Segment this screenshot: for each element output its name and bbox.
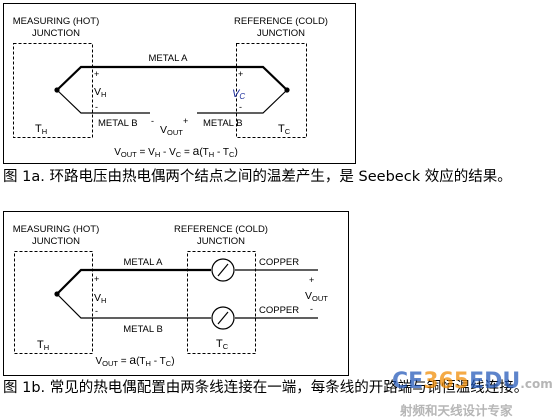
copper-bottom-label: COPPER <box>259 305 299 316</box>
watermark-tagline: 射频和天线设计专家 <box>400 403 513 418</box>
metal-b-wire-left <box>56 89 150 114</box>
figure-1a-caption: 图 1a. 环路电压由热电偶两个结点之间的温差产生，是 Seebeck 效应的结… <box>3 169 512 185</box>
watermark-brand: CE365EDU.com <box>392 370 552 396</box>
tc-label-1b: TC <box>216 338 229 351</box>
hot-junction-label-1b-2: JUNCTION <box>32 236 80 247</box>
watermark-brand-tld: .com <box>520 377 552 391</box>
metal-a-label-1b: METAL A <box>123 257 163 268</box>
vh-plus: + <box>94 69 99 79</box>
ref-junction-box <box>236 43 307 138</box>
vh-minus-1b: - <box>95 306 98 316</box>
th-label-1b: TH <box>37 339 49 352</box>
vc-label: VC <box>232 88 245 101</box>
vout-plus-1b: + <box>309 275 314 285</box>
thermocouple-wires <box>56 65 288 114</box>
metal-a-wire <box>56 65 288 91</box>
metal-b-left-label: METAL B <box>98 118 138 129</box>
hot-junction-node <box>54 87 60 93</box>
vout-label: VOUT <box>160 124 183 137</box>
ref-junction-label-1b-1: REFERENCE (COLD) <box>174 224 268 235</box>
th-label: TH <box>35 123 47 136</box>
hot-junction-label-1b-1: MEASURING (HOT) <box>13 224 100 235</box>
vh-label: VH <box>94 86 106 99</box>
ref-junction-label-1b-2: JUNCTION <box>197 236 245 247</box>
site-watermark: CE365EDU.com 射频和天线设计专家 <box>372 370 552 419</box>
isothermal-junction-top-slash <box>217 263 229 277</box>
vh-plus-1b: + <box>94 274 99 284</box>
tc-label: TC <box>278 123 291 136</box>
vc-plus: + <box>238 69 243 79</box>
metal-b-wire-right <box>197 89 288 114</box>
isothermal-junction-bottom-slash <box>217 311 229 325</box>
watermark-brand-ce: CE <box>392 369 424 394</box>
figure-1b-caption: 图 1b. 常见的热电偶配置由两条线连接在一端，每条线的开路端与铜恒温线连接。 <box>3 380 529 396</box>
copper-top-label: COPPER <box>259 257 299 268</box>
hot-junction-label-2: JUNCTION <box>32 28 80 39</box>
figure-1a-diagram: MEASURING (HOT) JUNCTION REFERENCE (COLD… <box>3 3 356 164</box>
formula-1a: VOUT = VH - VC = a(TH - TC) <box>114 144 238 159</box>
watermark-brand-edu: EDU <box>469 369 521 394</box>
hot-junction-node-1b <box>54 291 60 297</box>
vout-plus: + <box>183 116 188 126</box>
hot-junction-box-1b <box>14 251 93 354</box>
metal-b-right-label: METAL B <box>203 118 243 129</box>
watermark-brand-365: 365 <box>423 369 470 394</box>
metal-a-label: METAL A <box>148 53 188 64</box>
thermocouple-wires-1b <box>56 258 318 330</box>
figure-1b-frame <box>3 211 349 376</box>
cold-junction-node <box>284 87 290 93</box>
figure-1a-frame <box>3 3 356 164</box>
metal-b-label-1b: METAL B <box>123 324 163 335</box>
ref-junction-label-2: JUNCTION <box>257 28 305 39</box>
vh-minus: - <box>95 102 98 112</box>
figure-1b-diagram: MEASURING (HOT) JUNCTION REFERENCE (COLD… <box>3 211 349 376</box>
vc-minus: - <box>239 102 242 112</box>
metal-a-wire-1b <box>56 268 211 295</box>
metal-b-wire-1b <box>56 293 211 319</box>
formula-1b: VOUT = a(TH - TC) <box>95 353 174 368</box>
vh-label-1b: VH <box>94 292 106 305</box>
vout-label-1b: VOUT <box>305 290 328 303</box>
hot-junction-box <box>13 43 93 138</box>
ref-junction-label-1: REFERENCE (COLD) <box>234 16 328 27</box>
vout-minus: - <box>151 116 154 126</box>
vout-minus-1b: - <box>310 304 313 314</box>
hot-junction-label-1: MEASURING (HOT) <box>13 16 100 27</box>
